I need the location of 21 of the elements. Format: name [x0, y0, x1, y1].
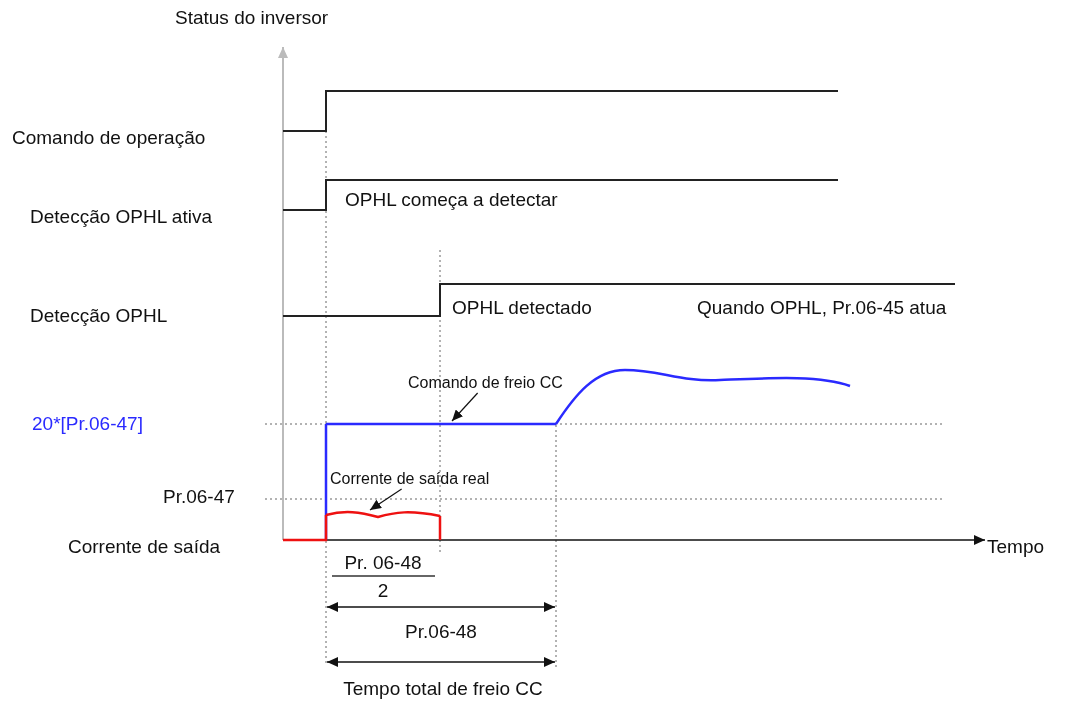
dimension-label: Pr.06-48	[405, 621, 477, 643]
event-label: Quando OPHL, Pr.06-45 atua	[697, 297, 947, 319]
signal-label: Comando de operação	[12, 127, 206, 149]
dimension-label: 2	[377, 580, 389, 602]
brake-current-line	[326, 422, 556, 426]
level-label: Pr.06-47	[163, 486, 235, 508]
signal-label: Corrente de saída	[68, 536, 221, 558]
annotation-label: Comando de freio CC	[408, 373, 563, 392]
event-label: OPHL detectado	[452, 297, 592, 319]
signal-label: Detecção OPHL	[30, 305, 168, 327]
event-label: OPHL começa a detectar	[345, 189, 558, 211]
dimension-label: Tempo total de freio CC	[343, 678, 543, 700]
dimension-label: Pr. 06-48	[344, 552, 422, 574]
leader-line	[369, 488, 403, 511]
axis-title: Tempo	[987, 536, 1045, 558]
axis-title: Status do inversor	[175, 7, 329, 29]
level-label: 20*[Pr.06-47]	[32, 413, 143, 435]
leader-line	[451, 392, 479, 422]
annotation-label: Corrente de saída real	[330, 469, 490, 488]
output-current-curve	[325, 510, 441, 519]
signal-label: Detecção OPHL ativa	[30, 206, 212, 228]
